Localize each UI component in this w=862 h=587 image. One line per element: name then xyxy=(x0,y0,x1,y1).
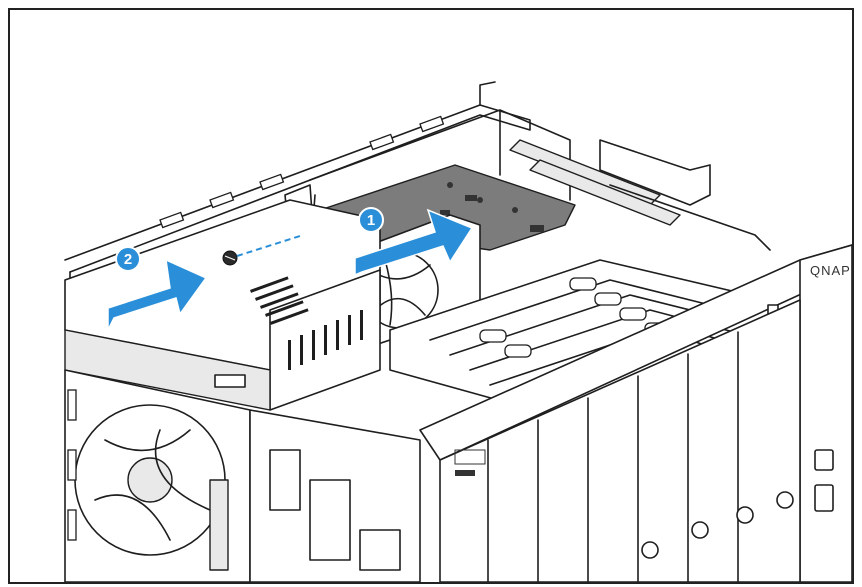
screw-guide-line xyxy=(236,235,301,257)
step-2-arrow xyxy=(107,258,208,331)
step-1-number: 1 xyxy=(367,212,375,229)
module-top-vents xyxy=(250,276,309,325)
front-panel: QNAP xyxy=(419,244,852,582)
diagram-frame: QNAP xyxy=(8,8,854,584)
module-side-vents xyxy=(288,310,363,370)
step-1-callout: 1 xyxy=(358,207,384,233)
nas-chassis-diagram: QNAP xyxy=(64,81,852,582)
step-2-number: 2 xyxy=(124,251,132,268)
drive-trays xyxy=(439,299,801,582)
psu-bracket-module xyxy=(64,199,381,411)
rear-fan xyxy=(64,369,251,582)
motherboard-area xyxy=(209,409,421,582)
step-2-callout: 2 xyxy=(115,246,141,272)
pcie-slot-rails xyxy=(509,139,771,251)
front-panel-brand: QNAP xyxy=(810,263,851,278)
step-1-arrow xyxy=(354,208,474,277)
chassis-top-frame xyxy=(64,81,571,311)
screw xyxy=(222,250,238,266)
